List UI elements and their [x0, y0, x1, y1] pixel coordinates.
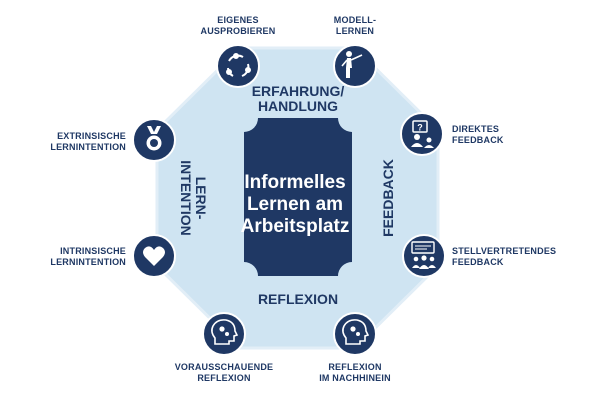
node-modell — [333, 44, 377, 88]
label-direktes-line-2: FEEDBACK — [452, 135, 504, 145]
side-label-bottom: REFLEXION — [238, 292, 358, 307]
question-person-icon: ? — [411, 120, 434, 148]
label-modell: MODELL- LERNEN — [315, 15, 395, 37]
node-extrinsische — [132, 118, 176, 162]
node-vorausschauende — [202, 312, 246, 356]
label-nachhinein-line-2: IM NACHHINEIN — [319, 373, 391, 383]
heart-icon — [143, 246, 165, 266]
node-nachhinein — [333, 312, 377, 356]
label-vorausschauende-line-2: REFLEXION — [197, 373, 251, 383]
label-vorausschauende: VORAUSSCHAUENDE REFLEXION — [166, 362, 282, 384]
center-title-line-3: Arbeitsplatz — [240, 216, 350, 237]
center-title-line-2: Lernen am — [246, 194, 344, 215]
label-nachhinein-line-1: REFLEXION — [328, 362, 382, 372]
center-title-line-1: Informelles — [244, 172, 346, 193]
label-eigenes-line-1: EIGENES — [217, 15, 259, 25]
center-square — [244, 118, 352, 276]
label-extrinsische: EXTRINSISCHE LERNINTENTION — [14, 131, 126, 153]
label-nachhinein: REFLEXION IM NACHHINEIN — [310, 362, 400, 384]
label-extrinsische-line-2: LERNINTENTION — [50, 142, 126, 152]
svg-text:?: ? — [417, 123, 423, 133]
side-label-top-line-1: ERFAHRUNG/ — [251, 83, 345, 99]
label-eigenes-line-2: AUSPROBIEREN — [200, 26, 276, 36]
label-modell-line-2: LERNEN — [335, 26, 375, 36]
label-intrinsische-line-2: LERNINTENTION — [50, 257, 126, 267]
label-direktes-line-1: DIREKTES — [452, 124, 500, 134]
side-label-right-line-1: FEEDBACK — [380, 159, 396, 237]
label-intrinsische: INTRINSISCHE LERNINTENTION — [14, 246, 126, 268]
label-stellvertretendes-line-1: STELLVERTRETENDES — [452, 246, 557, 256]
node-direktes: ? — [400, 112, 444, 156]
node-stellvertretendes — [402, 234, 446, 278]
head-gears-icon — [211, 319, 239, 345]
label-eigenes: EIGENES AUSPROBIEREN — [188, 15, 288, 37]
side-label-top-line-2: HANDLUNG — [257, 98, 339, 114]
side-label-bottom-line-1: REFLEXION — [257, 291, 339, 307]
node-intrinsische — [132, 234, 176, 278]
presenter-icon — [341, 51, 363, 78]
side-label-left-line-1: LERN- — [193, 176, 209, 220]
group-speech-icon — [411, 241, 436, 269]
center-title: Informelles Lernen am Arbeitsplatz — [220, 172, 370, 238]
label-vorausschauende-line-1: VORAUSSCHAUENDE — [174, 362, 274, 372]
medal-icon — [146, 126, 162, 151]
label-direktes: DIREKTES FEEDBACK — [452, 124, 542, 146]
label-intrinsische-line-1: INTRINSISCHE — [60, 246, 126, 256]
side-label-top: ERFAHRUNG/ HANDLUNG — [238, 84, 358, 114]
head-gears-icon — [342, 319, 370, 345]
side-label-left: LERN- INTENTION — [176, 148, 209, 248]
node-eigenes — [216, 44, 260, 88]
side-label-left-line-2: INTENTION — [178, 160, 194, 236]
label-modell-line-1: MODELL- — [333, 15, 377, 25]
cycle-arrows-icon — [226, 53, 251, 77]
label-stellvertretendes-line-2: FEEDBACK — [452, 257, 504, 267]
label-extrinsische-line-1: EXTRINSISCHE — [57, 131, 126, 141]
side-label-right: FEEDBACK — [380, 148, 397, 248]
label-stellvertretendes: STELLVERTRETENDES FEEDBACK — [452, 246, 582, 268]
